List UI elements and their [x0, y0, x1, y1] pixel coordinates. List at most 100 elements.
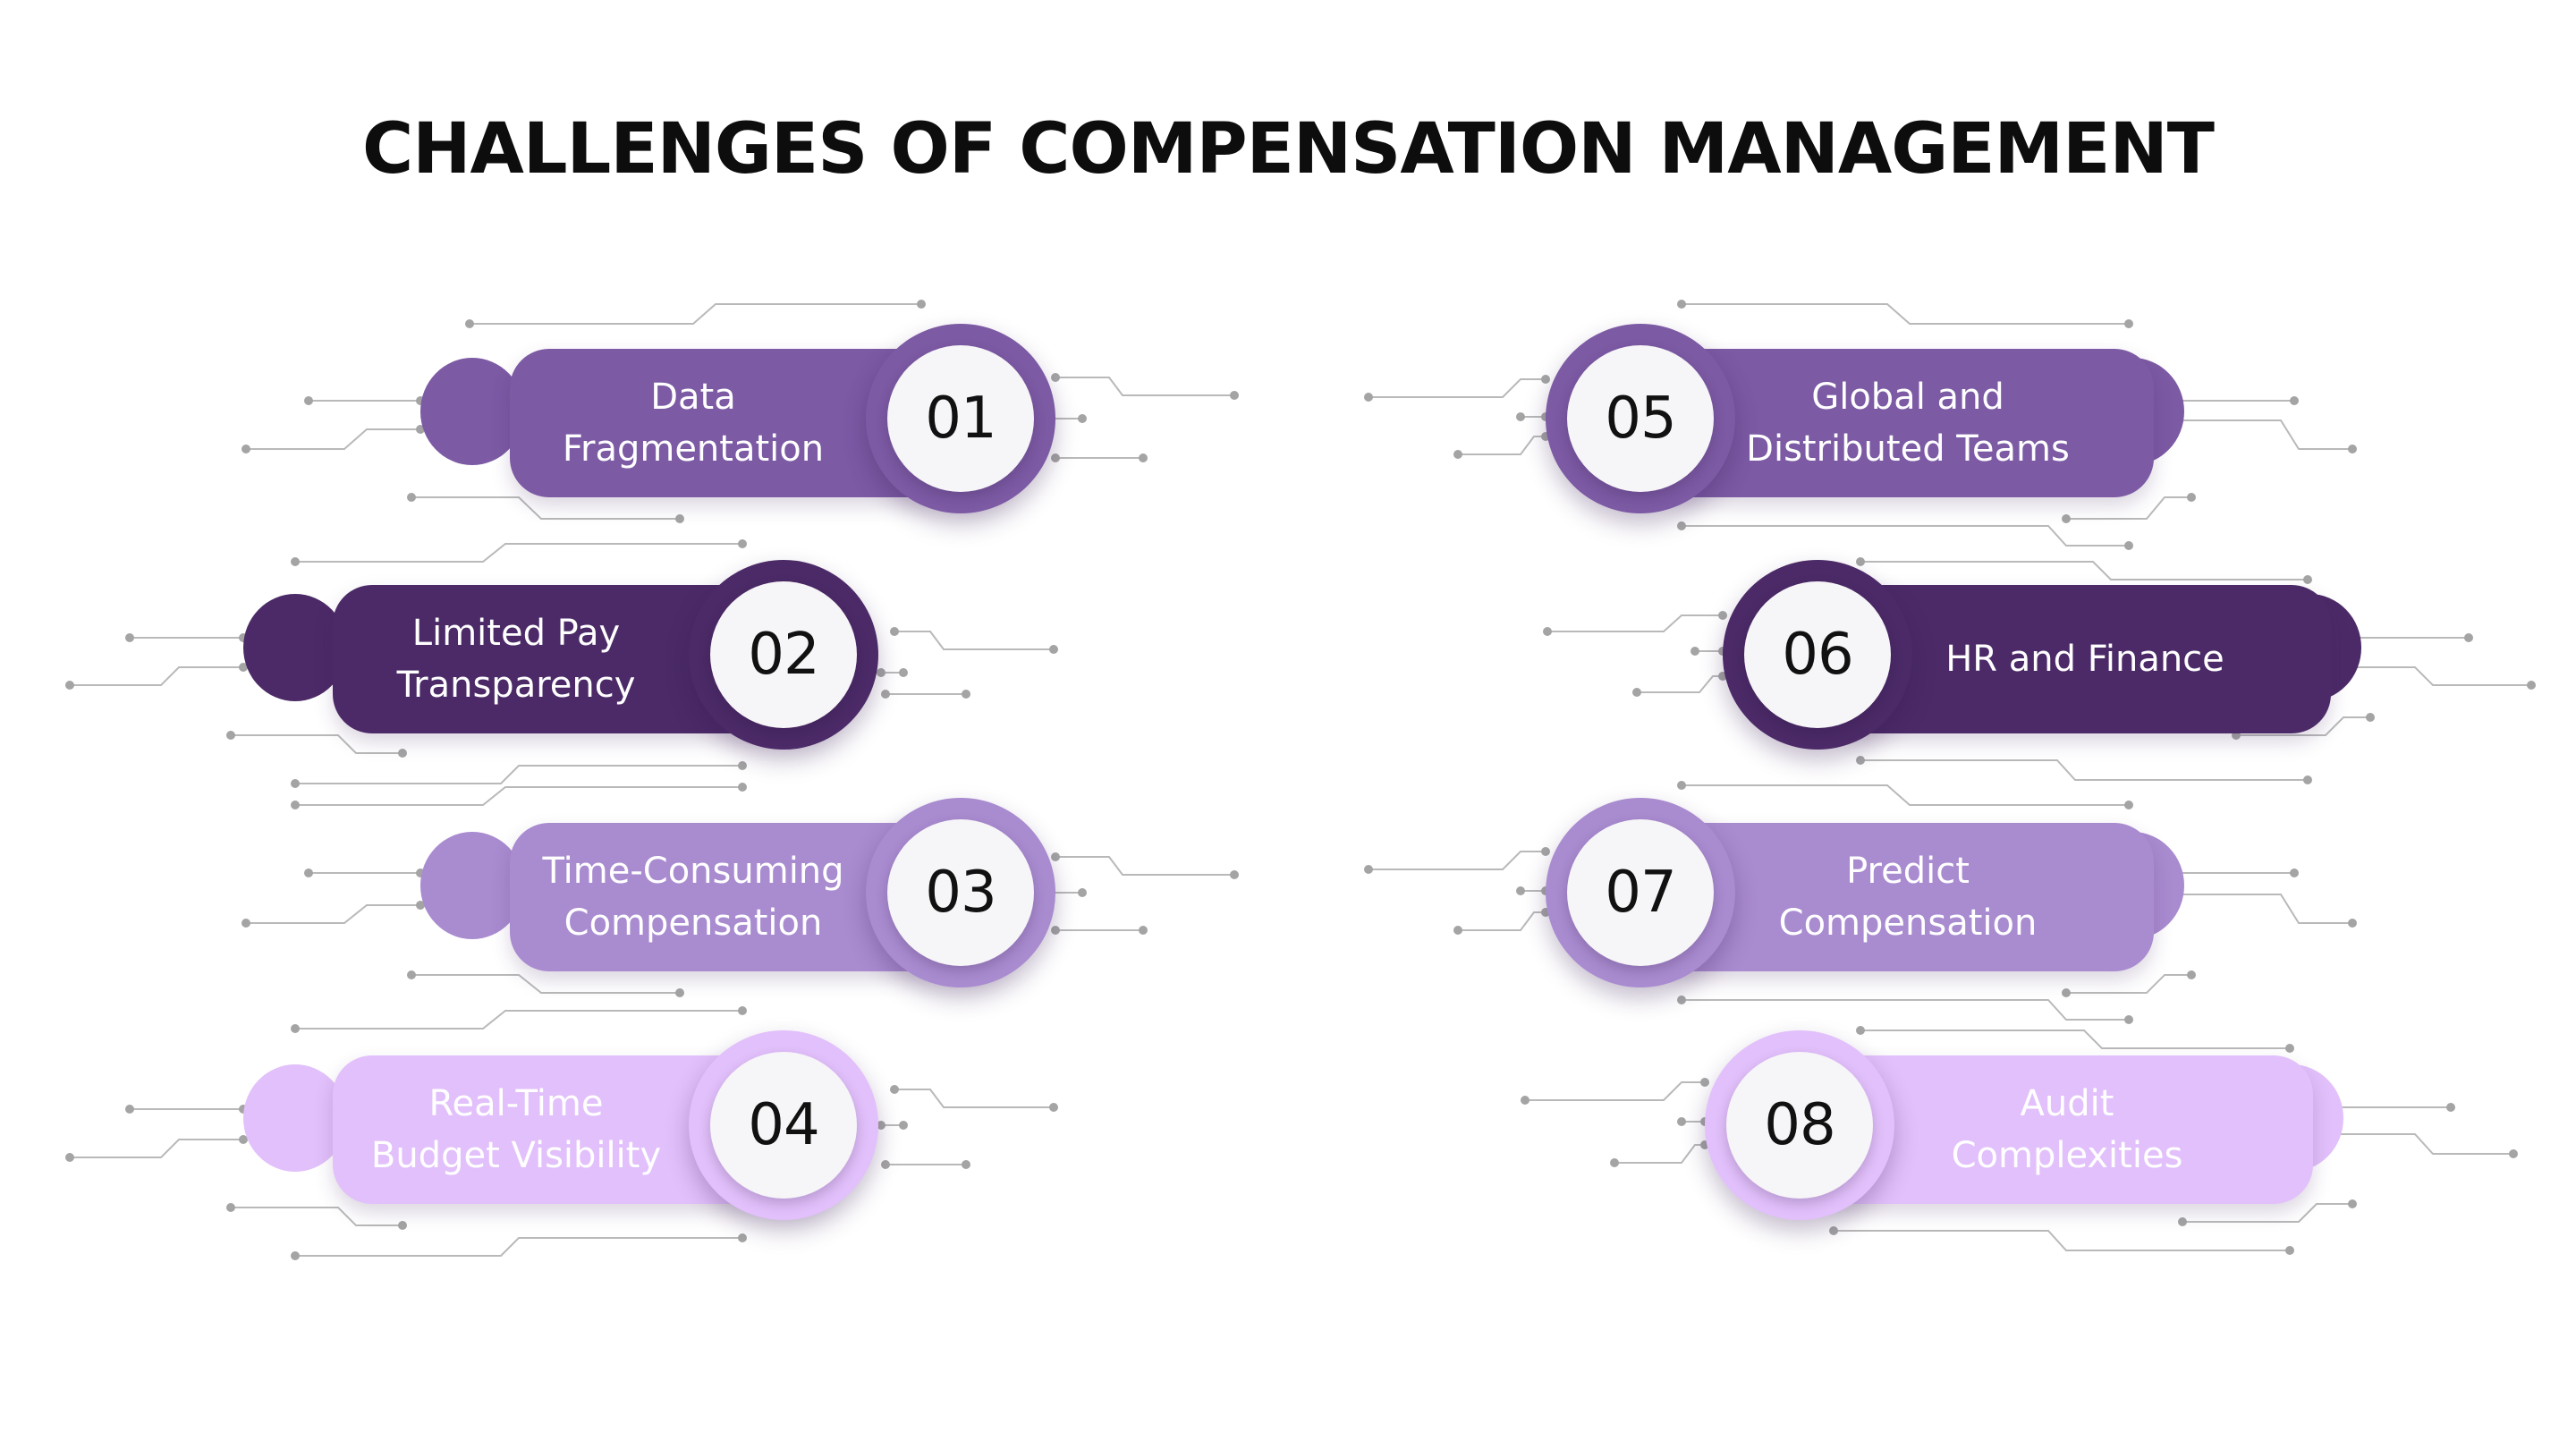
circuit-node — [1541, 847, 1550, 856]
circuit-node — [2290, 396, 2299, 405]
challenge-label-line-1: Real-Time — [428, 1083, 604, 1124]
circuit-node — [675, 988, 684, 997]
circuit-node — [2348, 1199, 2357, 1208]
circuit-node — [738, 539, 747, 548]
circuit-trace — [1458, 436, 1546, 455]
circuit-trace — [295, 543, 742, 563]
number-ring: 08 — [1705, 1030, 1894, 1220]
circuit-node — [2124, 801, 2133, 809]
challenge-card-08: Audit Complexities 08 — [1705, 1011, 2429, 1220]
challenge-label-line-1: Time-Consuming — [542, 851, 844, 892]
circuit-node — [291, 801, 300, 809]
circuit-trace — [1458, 911, 1546, 931]
number-ring: 07 — [1546, 798, 1735, 987]
circuit-node — [1049, 645, 1058, 654]
circuit-node — [407, 493, 416, 502]
challenge-card-02: Limited Pay Transparency 02 — [243, 540, 968, 750]
challenge-label: Time-Consuming Compensation — [542, 823, 843, 971]
circuit-trace — [70, 666, 243, 686]
circuit-trace — [70, 1139, 243, 1158]
circuit-node — [877, 1121, 886, 1130]
challenge-label-line-1: Limited Pay — [411, 613, 621, 654]
challenge-number: 03 — [925, 860, 996, 926]
circuit-trace — [2236, 716, 2370, 736]
challenge-label-line-2: Compensation — [1778, 902, 2038, 944]
circuit-trace — [1614, 1144, 1705, 1164]
circuit-node — [1856, 756, 1865, 765]
card-pill — [1653, 823, 2154, 971]
number-ring: 05 — [1546, 324, 1735, 513]
challenge-label: Data Fragmentation — [546, 349, 841, 497]
challenge-number: 07 — [1605, 860, 1676, 926]
circuit-node — [2464, 633, 2473, 642]
circuit-node — [1230, 870, 1239, 879]
circuit-node — [1051, 852, 1060, 861]
circuit-node — [1677, 996, 1686, 1004]
challenge-label-line-2: Fragmentation — [562, 428, 825, 470]
number-badge: 02 — [710, 581, 857, 728]
circuit-node — [239, 1135, 248, 1144]
challenge-card-07: Predict Compensation 07 — [1546, 778, 2270, 987]
challenge-label: HR and Finance — [1937, 585, 2233, 733]
circuit-node — [65, 681, 74, 690]
circuit-node — [1516, 412, 1525, 421]
challenge-card-06: HR and Finance 06 — [1723, 540, 2447, 750]
challenge-number: 02 — [748, 622, 819, 688]
circuit-node — [899, 1121, 908, 1130]
card-stub — [243, 1064, 347, 1172]
circuit-node — [2124, 1015, 2133, 1024]
circuit-node — [398, 749, 407, 758]
circuit-node — [1700, 1078, 1709, 1087]
circuit-node — [125, 1105, 134, 1114]
card-pill — [1830, 585, 2331, 733]
circuit-trace — [1860, 561, 2308, 580]
circuit-node — [1078, 414, 1087, 423]
circuit-node — [2366, 713, 2375, 722]
circuit-trace — [295, 786, 742, 806]
circuit-node — [2509, 1149, 2518, 1158]
circuit-node — [917, 300, 926, 309]
card-stub — [243, 594, 347, 701]
circuit-node — [962, 1160, 970, 1169]
circuit-node — [1829, 1226, 1838, 1235]
challenge-label-line-1: Data — [650, 377, 736, 418]
circuit-node — [2178, 1217, 2187, 1226]
circuit-node — [2290, 869, 2299, 877]
circuit-node — [291, 779, 300, 788]
challenge-label: Global and Distributed Teams — [1746, 349, 2070, 497]
circuit-trace — [1682, 525, 2129, 547]
challenge-label-line-1: Predict — [1846, 851, 1970, 892]
card-pill — [1812, 1055, 2313, 1204]
circuit-node — [1677, 300, 1686, 309]
circuit-node — [1051, 926, 1060, 935]
circuit-node — [890, 1085, 899, 1094]
circuit-trace — [1547, 614, 1723, 632]
circuit-node — [1364, 393, 1373, 402]
circuit-node — [1541, 375, 1550, 384]
circuit-node — [1690, 647, 1699, 656]
circuit-node — [65, 1153, 74, 1162]
circuit-trace — [1834, 1230, 2290, 1251]
circuit-node — [291, 1024, 300, 1033]
circuit-node — [1453, 926, 1462, 935]
circuit-node — [2062, 988, 2071, 997]
circuit-trace — [894, 1089, 1054, 1108]
challenge-label-line-1: Global and — [1811, 377, 2004, 418]
number-badge: 06 — [1744, 581, 1891, 728]
circuit-node — [1049, 1103, 1058, 1112]
circuit-node — [1856, 557, 1865, 566]
circuit-trace — [246, 904, 420, 924]
circuit-node — [2527, 681, 2536, 690]
number-badge: 07 — [1567, 819, 1714, 966]
challenge-number: 04 — [748, 1092, 819, 1158]
circuit-node — [1230, 391, 1239, 400]
circuit-trace — [1368, 851, 1546, 870]
circuit-node — [881, 690, 890, 699]
circuit-node — [1139, 453, 1148, 462]
circuit-trace — [295, 1237, 742, 1257]
challenge-label: Audit Complexities — [1919, 1055, 2215, 1204]
circuit-node — [1521, 1096, 1530, 1105]
circuit-trace — [894, 631, 1054, 650]
circuit-node — [738, 1006, 747, 1015]
card-pill — [1653, 349, 2154, 497]
